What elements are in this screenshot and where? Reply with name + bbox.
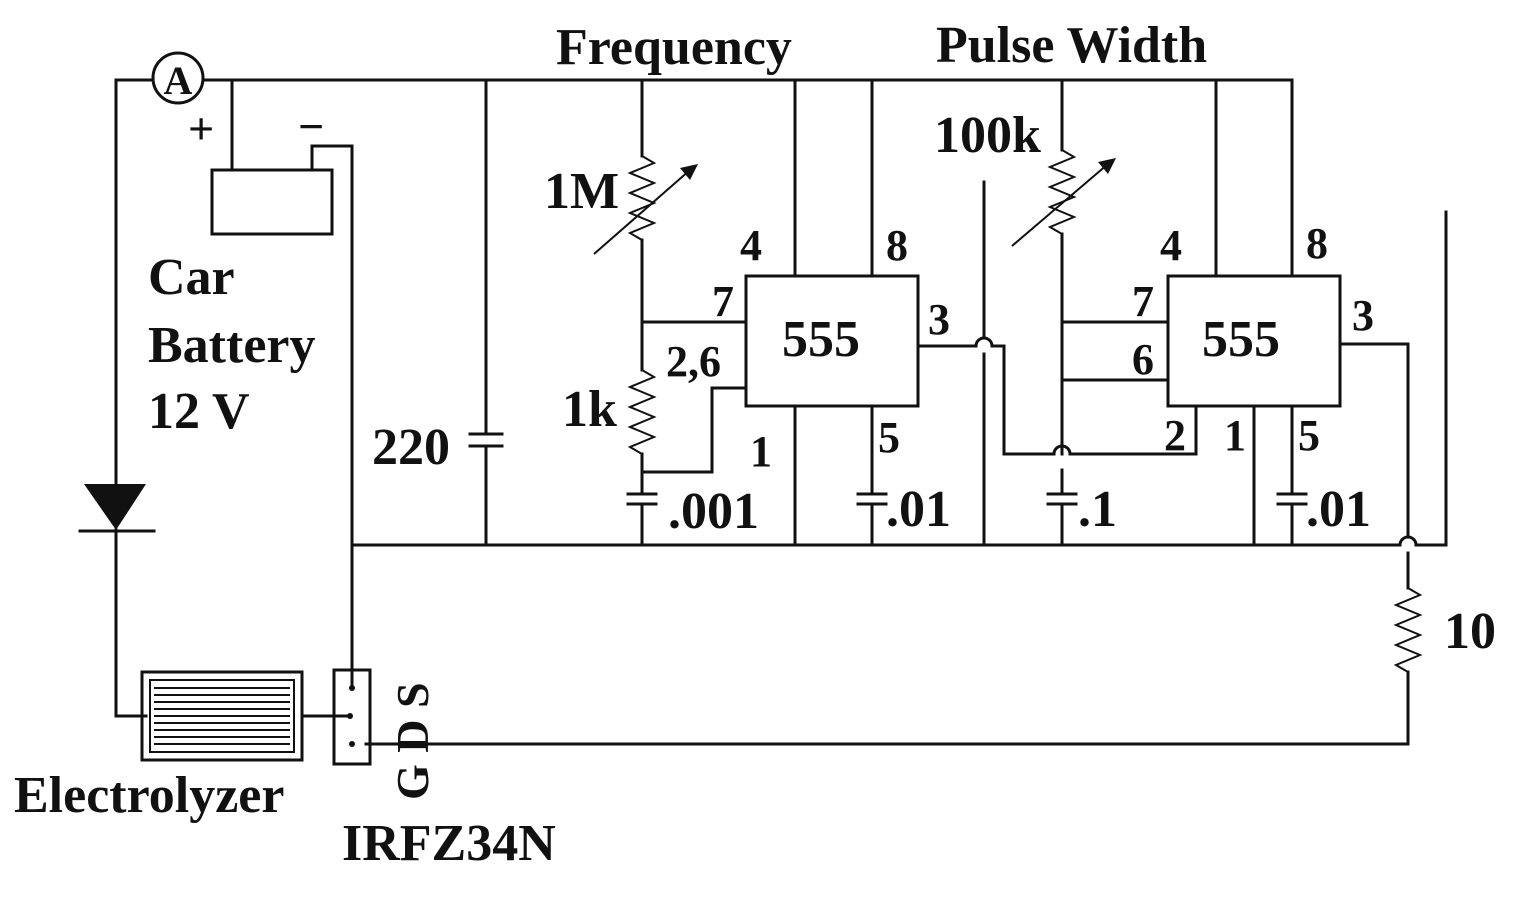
timer1-pin26: 2,6 [666, 337, 721, 386]
timer2-pin1: 1 [1224, 411, 1246, 460]
timer2-pin2: 2 [1164, 411, 1186, 460]
timer2-pin4: 4 [1160, 221, 1182, 270]
timer1-cap-timing-label: .001 [668, 483, 759, 540]
ammeter-label: A [164, 58, 193, 103]
battery-label-line3: 12 V [148, 383, 250, 440]
timer2-pin8: 8 [1306, 219, 1328, 268]
timer1-chip [744, 274, 920, 408]
timer2-pin7: 7 [1132, 277, 1154, 326]
timer1-pin8: 8 [886, 221, 908, 270]
electrolyzer-symbol [140, 670, 348, 762]
timer2-pin5: 5 [1298, 411, 1320, 460]
timer1-pin4: 4 [740, 221, 762, 270]
battery-label-line2: Battery [148, 317, 315, 374]
timer1-chip-label: 555 [782, 311, 860, 368]
car-battery-symbol [210, 78, 354, 547]
capacitor-220-label: 220 [372, 419, 450, 476]
timer1-wiring [593, 78, 1198, 547]
battery-plus-label: + [188, 103, 214, 154]
timer2-cap-control-label: .01 [1306, 481, 1371, 538]
timer1-pin3: 3 [928, 295, 950, 344]
mosfet-part-label: IRFZ34N [342, 815, 556, 872]
timer2-chip-label: 555 [1202, 311, 1280, 368]
timer1-cap-control-label: .01 [886, 481, 951, 538]
gate-resistor [364, 587, 1423, 746]
timer2-chip [1166, 274, 1342, 408]
timer1-resistor-label: 1k [562, 381, 617, 438]
battery-label-line1: Car [148, 249, 235, 306]
timer2-pot-label: 100k [934, 107, 1041, 164]
gate-resistor-label: 10 [1444, 603, 1496, 660]
timer1-pot-label: 1M [544, 163, 619, 220]
mosfet-symbol [332, 543, 372, 766]
electrolyzer-label: Electrolyzer [14, 767, 284, 824]
timer1-pin1: 1 [750, 427, 772, 476]
battery-minus-label: − [298, 101, 324, 152]
diode-symbol [78, 484, 156, 533]
mosfet-pin-labels: G D S [387, 682, 438, 800]
capacitor-220 [468, 78, 504, 547]
timer1-pin7: 7 [712, 277, 734, 326]
timer2-pin6: 6 [1132, 335, 1154, 384]
timer2-cap-timing-label: .1 [1078, 481, 1117, 538]
pulse-width-title: Pulse Width [936, 17, 1207, 74]
ammeter-symbol: A [151, 51, 205, 105]
timer1-pin5: 5 [878, 413, 900, 462]
timer2-wiring [982, 78, 1410, 590]
timer2-pin3: 3 [1352, 291, 1374, 340]
left-supply-wire [114, 78, 148, 718]
frequency-title: Frequency [556, 19, 792, 76]
